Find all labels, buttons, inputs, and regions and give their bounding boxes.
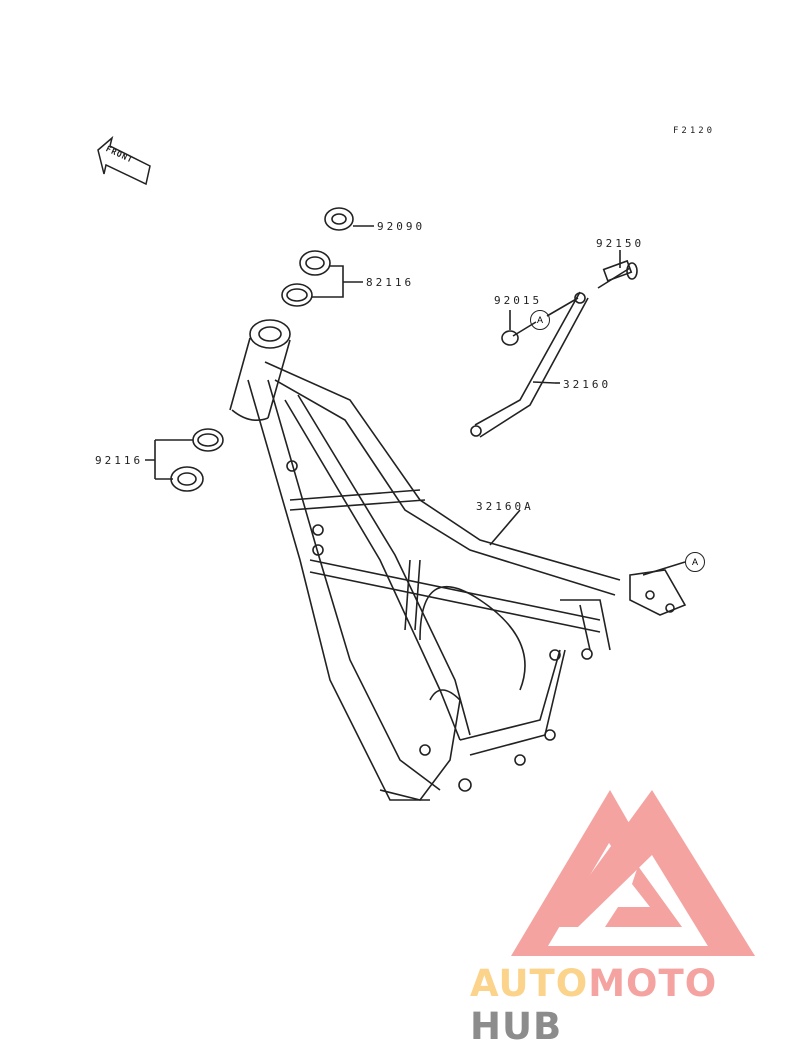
diagram-code: F2120 xyxy=(673,126,716,136)
part-label-92150[interactable]: 92150 xyxy=(596,237,645,250)
watermark-logo xyxy=(511,790,755,956)
reference-mark-a: A xyxy=(685,552,705,572)
watermark-part-hub: HUB xyxy=(470,1005,563,1048)
front-arrow-icon xyxy=(97,135,151,186)
part-label-92116[interactable]: 92116 xyxy=(95,454,144,467)
part-label-92015[interactable]: 92015 xyxy=(494,294,543,307)
frame-lines xyxy=(145,207,687,801)
part-label-82116[interactable]: 82116 xyxy=(366,276,415,289)
watermark-text: AUTOMOTO HUB xyxy=(470,962,800,1048)
reference-mark-a: A xyxy=(530,310,550,330)
part-label-92090[interactable]: 92090 xyxy=(377,220,426,233)
part-label-32160[interactable]: 32160 xyxy=(563,378,612,391)
part-label-32160a[interactable]: 32160A xyxy=(476,500,534,513)
watermark-part-auto: AUTO xyxy=(470,962,589,1005)
watermark-part-moto: MOTO xyxy=(588,962,718,1005)
